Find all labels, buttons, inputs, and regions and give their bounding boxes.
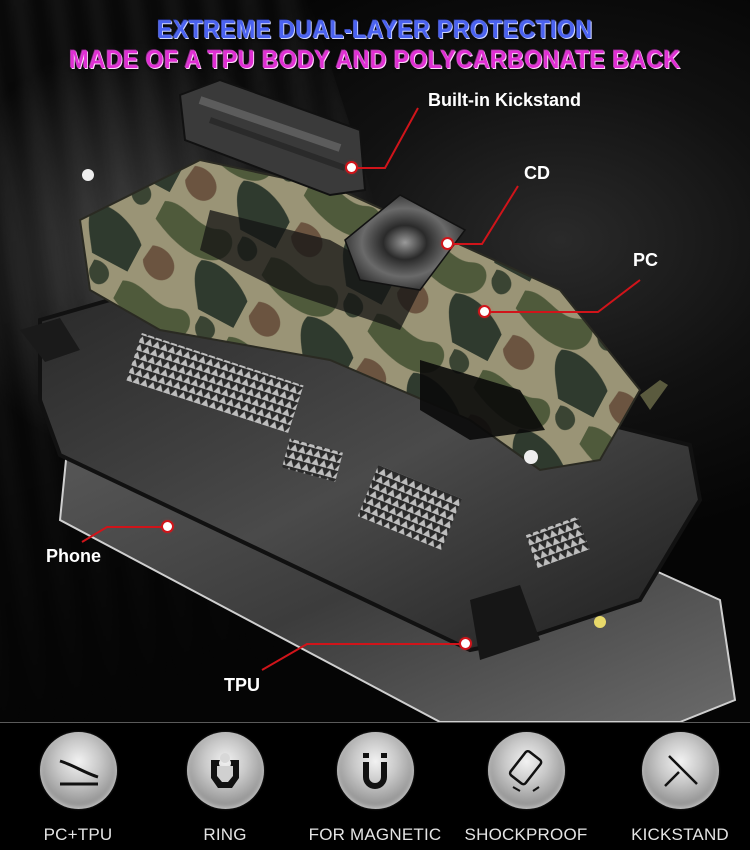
section-divider: [0, 722, 750, 723]
feature-magnetic: FOR MAGNETIC: [300, 732, 450, 845]
screw-icon: [524, 450, 538, 464]
callout-phone: Phone: [46, 546, 102, 566]
feature-pc-tpu: PC+TPU: [3, 732, 153, 845]
callout-dot-cd: [443, 239, 452, 248]
feature-ring: RING: [150, 732, 300, 845]
shockproof-icon: [487, 732, 565, 809]
callout-tpu: TPU: [224, 675, 260, 695]
feature-label: SHOCKPROOF: [464, 825, 588, 844]
callout-cd: CD: [524, 163, 550, 183]
callout-pc: PC: [633, 250, 659, 270]
callout-dot-kickstand: [347, 163, 356, 172]
headline-secondary: MADE OF A TPU BODY AND POLYCARBONATE BAC…: [69, 46, 681, 74]
cd-plate: [344, 194, 467, 291]
headline-primary: EXTREME DUAL-LAYER PROTECTION: [157, 16, 593, 44]
callout-kickstand: Built-in Kickstand: [428, 90, 582, 110]
callout-dot-tpu: [461, 639, 470, 648]
feature-kickstand: KICKSTAND: [605, 732, 750, 845]
callout-dot-phone: [163, 522, 172, 531]
screw-icon: [82, 169, 94, 181]
kickstand-layer: [178, 78, 367, 197]
feature-row: PC+TPU RING FOR MAGNETIC SHOCKPROOF KICK…: [0, 723, 750, 850]
kickstand-icon: [641, 732, 719, 809]
ring-icon: [186, 732, 264, 809]
feature-label: RING: [203, 825, 247, 844]
product-hero: Built-in Kickstand CD PC Phone TPU EXTRE…: [0, 0, 750, 722]
feature-label: FOR MAGNETIC: [308, 825, 442, 844]
magnet-icon: [336, 732, 414, 809]
feature-label: PC+TPU: [43, 825, 113, 844]
pc-tpu-icon: [39, 732, 117, 809]
exploded-case-illustration: [20, 78, 737, 722]
feature-shockproof: SHOCKPROOF: [451, 732, 601, 845]
callout-dot-pc: [480, 307, 489, 316]
feature-label: KICKSTAND: [631, 825, 729, 844]
